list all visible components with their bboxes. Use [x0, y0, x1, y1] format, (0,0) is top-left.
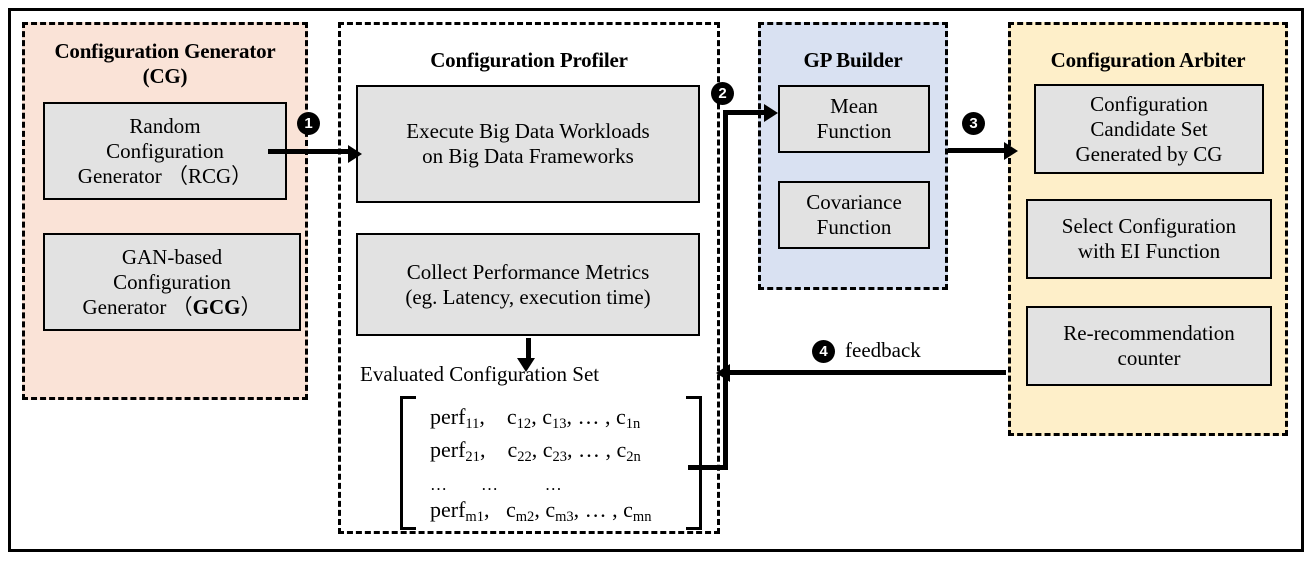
matrix-bracket-right — [686, 396, 702, 530]
collect-line-1: Collect Performance Metrics — [406, 259, 650, 284]
panel-gp-builder-title: GP Builder — [803, 48, 903, 72]
connector-3-arrowhead — [1004, 142, 1018, 160]
rcg-line-1: Random — [129, 113, 201, 138]
connector-3-line — [948, 148, 1010, 153]
box-random-configuration-generator[interactable]: Random Configuration Generator （RCG） — [43, 102, 287, 200]
counter-line-1: Re-recommendation — [1063, 321, 1235, 345]
box-execute-big-data-workloads[interactable]: Execute Big Data Workloads on Big Data F… — [356, 85, 700, 203]
matrix-row: … … … — [430, 475, 562, 494]
connector-collect-to-set-arrowhead — [517, 358, 535, 372]
box-configuration-candidate-set[interactable]: Configuration Candidate Set Generated by… — [1034, 84, 1264, 174]
mean-line-1: Mean — [830, 94, 878, 118]
connector-3-badge: 3 — [962, 112, 985, 135]
box-mean-function[interactable]: Mean Function — [778, 85, 930, 153]
connector-4-arrowhead — [716, 364, 730, 382]
connector-4-label: feedback — [845, 338, 921, 362]
matrix-row: perfm1, cm2, cm3, … , cmn — [430, 497, 652, 526]
box-re-recommendation-counter[interactable]: Re-recommendation counter — [1026, 306, 1272, 386]
panel-configuration-generator: Configuration Generator (CG) — [22, 22, 308, 400]
candidate-line-1: Configuration — [1090, 91, 1208, 116]
connector-collect-to-set-line — [526, 338, 531, 360]
connector-1-badge: 1 — [297, 112, 320, 135]
panel-generator-title-line2: (CG) — [142, 64, 188, 88]
box-select-configuration-with-ei[interactable]: Select Configuration with EI Function — [1026, 199, 1272, 279]
candidate-line-2: Candidate Set — [1090, 116, 1208, 141]
counter-line-2: counter — [1117, 346, 1181, 370]
rcg-line-3: Generator （RCG） — [77, 163, 253, 188]
outer-frame — [8, 8, 1304, 552]
select-line-2: with EI Function — [1077, 239, 1221, 263]
execute-line-2: on Big Data Frameworks — [422, 144, 634, 168]
panel-arbiter-title: Configuration Arbiter — [1050, 48, 1246, 72]
matrix-bracket-left — [400, 396, 416, 530]
rcg-line-2: Configuration — [106, 138, 224, 163]
label-evaluated-configuration-set: Evaluated Configuration Set — [360, 362, 600, 386]
connector-2-arrowhead — [764, 104, 778, 122]
connector-2-badge: 2 — [711, 82, 734, 105]
matrix-evaluated-configuration-set: perf11, c12, c13, … , c1n perf21, c22, c… — [400, 396, 702, 530]
connector-2-lower-stub — [688, 465, 728, 470]
connector-1-line — [268, 149, 352, 154]
mean-line-2: Function — [816, 119, 892, 143]
panel-profiler-title: Configuration Profiler — [430, 48, 628, 72]
connector-4-badge: 4 — [812, 340, 835, 363]
panel-generator-title-line1: Configuration Generator — [54, 39, 276, 63]
gcg-line-1: GAN-based — [121, 244, 223, 269]
box-collect-performance-metrics[interactable]: Collect Performance Metrics (eg. Latency… — [356, 233, 700, 336]
matrix-row: perf21, c22, c23, … , c2n — [430, 437, 641, 466]
connector-2-vertical — [723, 110, 728, 470]
cov-line-1: Covariance — [806, 190, 902, 214]
box-gan-based-configuration-generator[interactable]: GAN-based Configuration Generator （GCG） — [43, 233, 301, 331]
gcg-line-2: Configuration — [113, 269, 231, 294]
matrix-row: perf11, c12, c13, … , c1n — [430, 404, 641, 433]
gcg-line-3: Generator （GCG） — [82, 294, 262, 319]
connector-1-arrowhead — [348, 145, 362, 163]
connector-2-horizontal — [723, 110, 767, 115]
box-covariance-function[interactable]: Covariance Function — [778, 181, 930, 249]
select-line-1: Select Configuration — [1061, 214, 1237, 238]
panel-gp-builder: GP Builder — [758, 22, 948, 290]
collect-line-2: (eg. Latency, execution time) — [405, 284, 651, 309]
candidate-line-3: Generated by CG — [1075, 141, 1223, 166]
cov-line-2: Function — [816, 215, 892, 239]
execute-line-1: Execute Big Data Workloads — [406, 119, 650, 143]
connector-4-line — [730, 370, 1006, 375]
